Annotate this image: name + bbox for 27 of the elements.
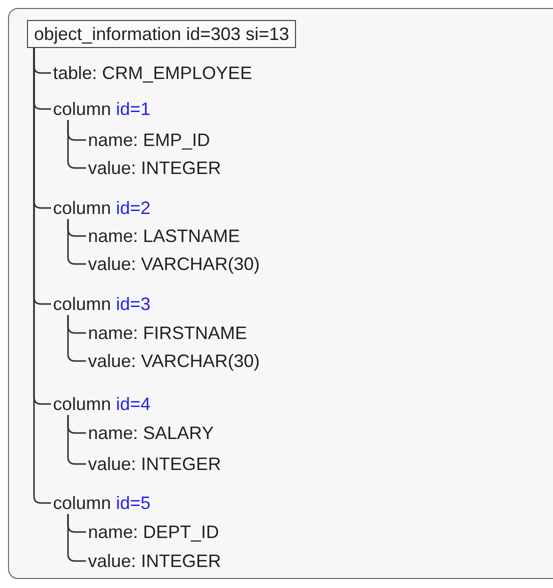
tree-item-label: name: FIRSTNAME bbox=[88, 322, 248, 344]
tree-item-label: name: DEPT_ID bbox=[88, 521, 220, 543]
id-value: id=5 bbox=[116, 493, 151, 513]
id-value: id=3 bbox=[116, 294, 151, 314]
root-node-box: object_information id=303 si=13 bbox=[27, 20, 296, 48]
tree-item-label: value: INTEGER bbox=[88, 157, 222, 179]
tree-item-label: column bbox=[53, 394, 112, 414]
tree-item-label: name: SALARY bbox=[88, 422, 214, 444]
tree-item-label: value: VARCHAR(30) bbox=[88, 253, 260, 275]
tree-item-label: table: CRM_EMPLOYEE bbox=[53, 62, 252, 84]
tree-item-label: name: EMP_ID bbox=[88, 129, 210, 151]
id-value: id=1 bbox=[116, 99, 151, 119]
tree-item-label: name: LASTNAME bbox=[88, 225, 240, 247]
tree-item-label: value: VARCHAR(30) bbox=[88, 350, 260, 372]
id-value: id=2 bbox=[116, 198, 151, 218]
tree-item-label: column bbox=[53, 493, 112, 513]
id-value: id=4 bbox=[116, 394, 151, 414]
tree-item-label: value: INTEGER bbox=[88, 550, 222, 572]
tree-connector bbox=[67, 219, 86, 265]
tree-connector bbox=[67, 120, 86, 169]
tree-item-label: column bbox=[53, 198, 112, 218]
tree-connector bbox=[67, 415, 86, 465]
tree-item-label: column bbox=[53, 294, 112, 314]
tree-connector bbox=[67, 514, 86, 562]
tree-item-label: value: INTEGER bbox=[88, 453, 222, 475]
tree-connector bbox=[67, 315, 86, 362]
tree-item-label: column bbox=[53, 99, 112, 119]
